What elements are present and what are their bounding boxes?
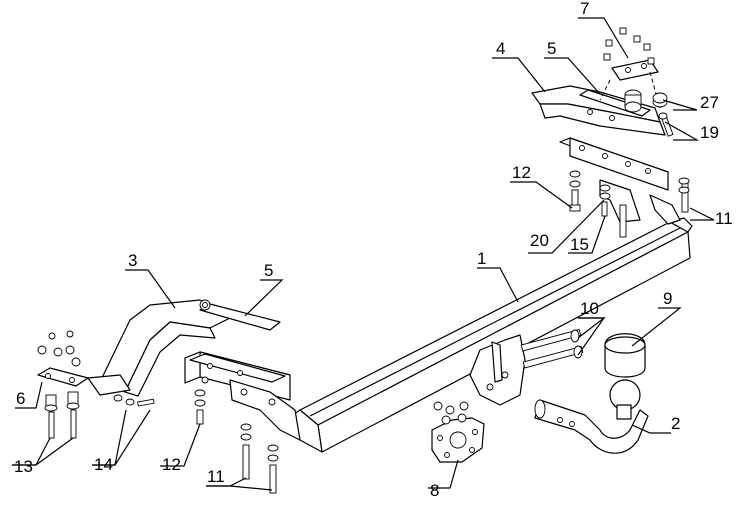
washer-part-20 — [599, 184, 611, 200]
strip-plate-part-5-left — [199, 299, 281, 331]
callout-11-left: 11 — [207, 467, 225, 486]
left-side-bracket-part-3 — [99, 299, 231, 397]
bolt-part-19 — [658, 112, 674, 137]
bolt-part-13 — [44, 391, 80, 439]
socket-nuts — [433, 401, 469, 425]
callout-10: 10 — [580, 299, 599, 318]
callout-5-right: 5 — [547, 39, 556, 58]
socket-plate-part-8 — [431, 417, 485, 463]
callout-11-right: 11 — [715, 209, 733, 228]
callout-7: 7 — [580, 0, 589, 18]
left-bracket-part-6 — [37, 330, 131, 396]
callout-6: 6 — [16, 389, 25, 408]
bolt-part-11-right — [619, 177, 690, 238]
callout-19: 19 — [700, 123, 719, 142]
callout-5-left: 5 — [264, 261, 273, 280]
callout-27: 27 — [700, 93, 719, 112]
bolt-part-14 — [113, 394, 155, 407]
callout-9: 9 — [663, 289, 672, 308]
callout-8: 8 — [430, 481, 439, 500]
callout-1: 1 — [477, 249, 486, 268]
callout-2: 2 — [671, 414, 680, 433]
tow-ball-neck-part-2 — [534, 379, 649, 454]
callout-15: 15 — [570, 235, 589, 254]
callout-13: 13 — [14, 457, 33, 476]
callout-12-right: 12 — [512, 163, 531, 182]
callout-4: 4 — [496, 39, 505, 58]
callout-20: 20 — [530, 231, 549, 250]
right-side-bracket-part-4 — [531, 85, 681, 225]
bolt-part-15 — [601, 201, 608, 217]
callout-3: 3 — [128, 251, 137, 270]
bolt-part-12-left — [194, 389, 206, 425]
bolt-part-12-right — [569, 170, 581, 212]
callout-12-left: 12 — [162, 455, 181, 474]
ball-cap-part-9 — [604, 333, 646, 378]
leader-lines — [12, 17, 715, 491]
callout-labels: 1 2 3 4 5 5 6 7 8 9 10 11 11 12 12 13 14… — [14, 0, 733, 500]
bolt-part-11-left — [240, 423, 279, 494]
callout-14: 14 — [94, 455, 113, 474]
left-mount-plate — [184, 351, 301, 441]
socket-mount-bracket — [469, 334, 526, 406]
